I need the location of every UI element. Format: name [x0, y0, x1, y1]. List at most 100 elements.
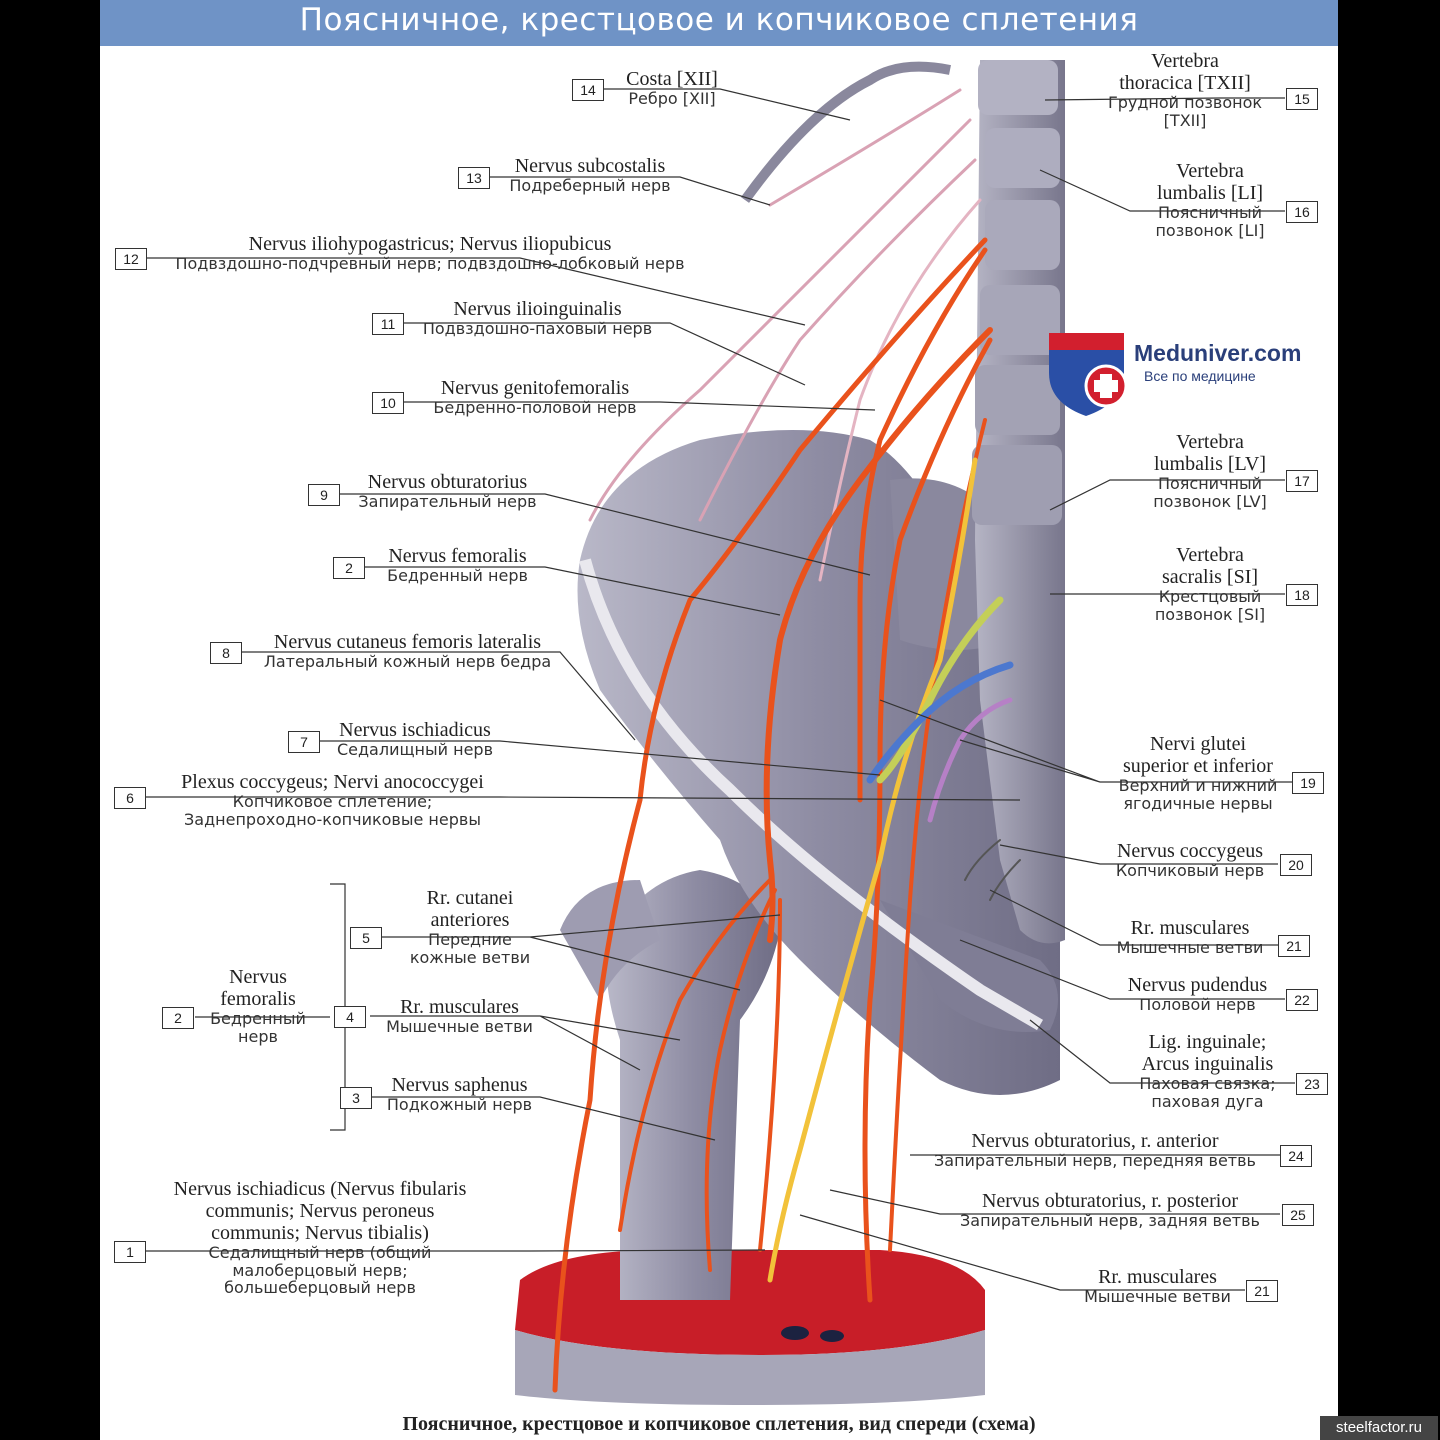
label-latin: Nervus pudendus: [1127, 974, 1268, 996]
label-russian: [TXII]: [1163, 110, 1207, 130]
label-number-21: 21: [1278, 935, 1310, 957]
label-vertebra-sacralis: Vertebra sacralis [SI] Крестцовый позвон…: [1140, 544, 1280, 623]
label-latin: Nervus obturatorius: [367, 471, 528, 493]
label-russian: Поясничный: [1157, 474, 1263, 493]
label-number-15: 15: [1286, 88, 1318, 110]
inguinal-ligament: [579, 558, 1044, 1031]
label-costa: Costa [XII] Ребро [XII]: [610, 68, 734, 108]
label-latin: Vertebra: [1151, 50, 1219, 72]
logo-tagline: Все по медицине: [1144, 368, 1256, 384]
label-number-8: 8: [210, 642, 242, 664]
label-number-14: 14: [572, 79, 604, 101]
label-lig-inguinale: Lig. inguinale; Arcus inguinalis Паховая…: [1125, 1031, 1290, 1110]
label-latin: Nervus iliohypogastricus; Nervus iliopub…: [248, 233, 612, 255]
label-russian: Копчиковый нерв: [1115, 861, 1265, 880]
meduniver-logo: Meduniver.com Все по медицине: [1044, 328, 1334, 418]
label-russian: Седалищный нерв (общий: [208, 1243, 432, 1262]
label-latin: Vertebra: [1176, 160, 1244, 182]
label-rr-musculares-upper: Rr. musculares Мышечные ветви: [1105, 917, 1275, 957]
nerve-paths: [552, 88, 1021, 1393]
label-number-4: 4: [334, 1006, 366, 1028]
label-number-1: 1: [114, 1241, 146, 1263]
label-russian: Ребро [XII]: [628, 89, 716, 108]
label-russian: Крестцовый: [1158, 587, 1262, 606]
label-russian: Поясничный: [1157, 203, 1263, 222]
label-latin: Nervus femoralis: [388, 545, 527, 567]
label-number-19: 19: [1292, 772, 1324, 794]
figure-caption: Поясничное, крестцовое и копчиковое спле…: [402, 1413, 1036, 1435]
label-latin: Plexus coccygeus; Nervi anococcygei: [181, 771, 484, 793]
label-number-7: 7: [288, 731, 320, 753]
label-number-5: 5: [350, 927, 382, 949]
label-russian: Седалищный нерв: [336, 740, 494, 759]
label-russian: Запирательный нерв, задняя ветвь: [960, 1211, 1260, 1230]
label-russian: Мышечные ветви: [1116, 938, 1264, 957]
label-russian: Мышечные ветви: [1084, 1287, 1231, 1306]
label-number-21b: 21: [1246, 1280, 1278, 1302]
label-latin: femoralis: [220, 988, 296, 1010]
thigh-muscle-section: [515, 1250, 985, 1405]
label-number-16: 16: [1286, 201, 1318, 223]
label-latin: anteriores: [430, 909, 510, 931]
label-number-3: 3: [340, 1087, 372, 1109]
label-russian: Заднепроходно-копчиковые нервы: [184, 809, 481, 829]
label-latin: lumbalis [LI]: [1156, 182, 1264, 204]
label-latin: Nervus ischiadicus: [339, 719, 491, 741]
label-latin: Nervus obturatorius, r. anterior: [971, 1130, 1219, 1152]
label-latin: Costa [XII]: [626, 68, 718, 90]
label-russian: ягодичные нервы: [1123, 793, 1273, 813]
label-number-9: 9: [308, 484, 340, 506]
label-plexus-coccygeus: Plexus coccygeus; Nervi anococcygei Копч…: [155, 771, 510, 828]
label-russian: Бедренный: [210, 1009, 306, 1028]
label-number-24: 24: [1280, 1145, 1312, 1167]
label-iliohypogastricus: Nervus iliohypogastricus; Nervus iliopub…: [155, 233, 705, 273]
label-latin: Nervus ischiadicus (Nervus fibularis: [173, 1178, 467, 1200]
label-russian: позвонок [LV]: [1153, 491, 1267, 511]
label-ischiadicus-branches: Nervus ischiadicus (Nervus fibularis com…: [155, 1178, 485, 1297]
label-russian: Латеральный кожный нерв бедра: [263, 652, 552, 671]
label-latin: Nervus coccygeus: [1116, 840, 1264, 862]
label-latin: communis; Nervus tibialis): [211, 1222, 429, 1244]
label-number-2: 2: [333, 557, 365, 579]
label-obturatorius: Nervus obturatorius Запирательный нерв: [345, 471, 550, 511]
label-saphenus: Nervus saphenus Подкожный нерв: [377, 1074, 542, 1114]
label-latin: Nervus cutaneus femoris lateralis: [273, 631, 542, 653]
label-russian: Запирательный нерв, передняя ветвь: [934, 1151, 1256, 1170]
label-latin: Nervus genitofemoralis: [440, 377, 630, 399]
label-russian: позвонок [LI]: [1155, 220, 1265, 240]
label-latin: Nervi glutei: [1149, 733, 1247, 755]
label-number-2b: 2: [162, 1007, 194, 1029]
label-number-17: 17: [1286, 470, 1318, 492]
logo-name: Meduniver.com: [1134, 340, 1302, 366]
label-femoralis-group: Nervus femoralis Бедренный нерв: [198, 966, 318, 1045]
label-obturatorius-posterior: Nervus obturatorius, r. posterior Запира…: [950, 1190, 1270, 1230]
label-number-20: 20: [1280, 854, 1312, 876]
label-russian: Бедренно-половой нерв: [433, 398, 637, 417]
label-number-10: 10: [372, 392, 404, 414]
label-pudendus: Nervus pudendus Половой нерв: [1115, 974, 1280, 1014]
label-number-18: 18: [1286, 584, 1318, 606]
label-russian: Подреберный нерв: [509, 176, 671, 195]
title-bar: Поясничное, крестцовое и копчиковое спле…: [100, 0, 1338, 46]
label-number-23: 23: [1296, 1073, 1328, 1095]
label-latin: lumbalis [LV]: [1153, 453, 1267, 475]
label-latin: Lig. inguinale;: [1148, 1031, 1267, 1053]
label-cutaneus-femoris-lateralis: Nervus cutaneus femoris lateralis Латера…: [250, 631, 565, 671]
label-russian: Передние: [428, 930, 512, 949]
label-russian: большеберцовый нерв: [224, 1278, 416, 1298]
label-latin: superior et inferior: [1123, 755, 1273, 777]
label-russian: Верхний и нижний: [1118, 776, 1278, 795]
label-number-13: 13: [458, 167, 490, 189]
label-ilioinguinalis: Nervus ilioinguinalis Подвздошно-паховый…: [410, 298, 665, 338]
label-latin: Rr. musculares: [400, 996, 519, 1018]
leader-lines: [145, 88, 1295, 1291]
label-russian: Бедренный нерв: [387, 566, 528, 585]
label-russian: нерв: [238, 1026, 278, 1046]
label-subcostalis: Nervus subcostalis Подреберный нерв: [495, 155, 685, 195]
label-latin: Vertebra: [1176, 544, 1244, 566]
label-obturatorius-anterior: Nervus obturatorius, r. anterior Запират…: [925, 1130, 1265, 1170]
label-russian: позвонок [SI]: [1154, 604, 1266, 624]
vertebral-column: [740, 60, 1065, 944]
label-femoralis: Nervus femoralis Бедренный нерв: [370, 545, 545, 585]
